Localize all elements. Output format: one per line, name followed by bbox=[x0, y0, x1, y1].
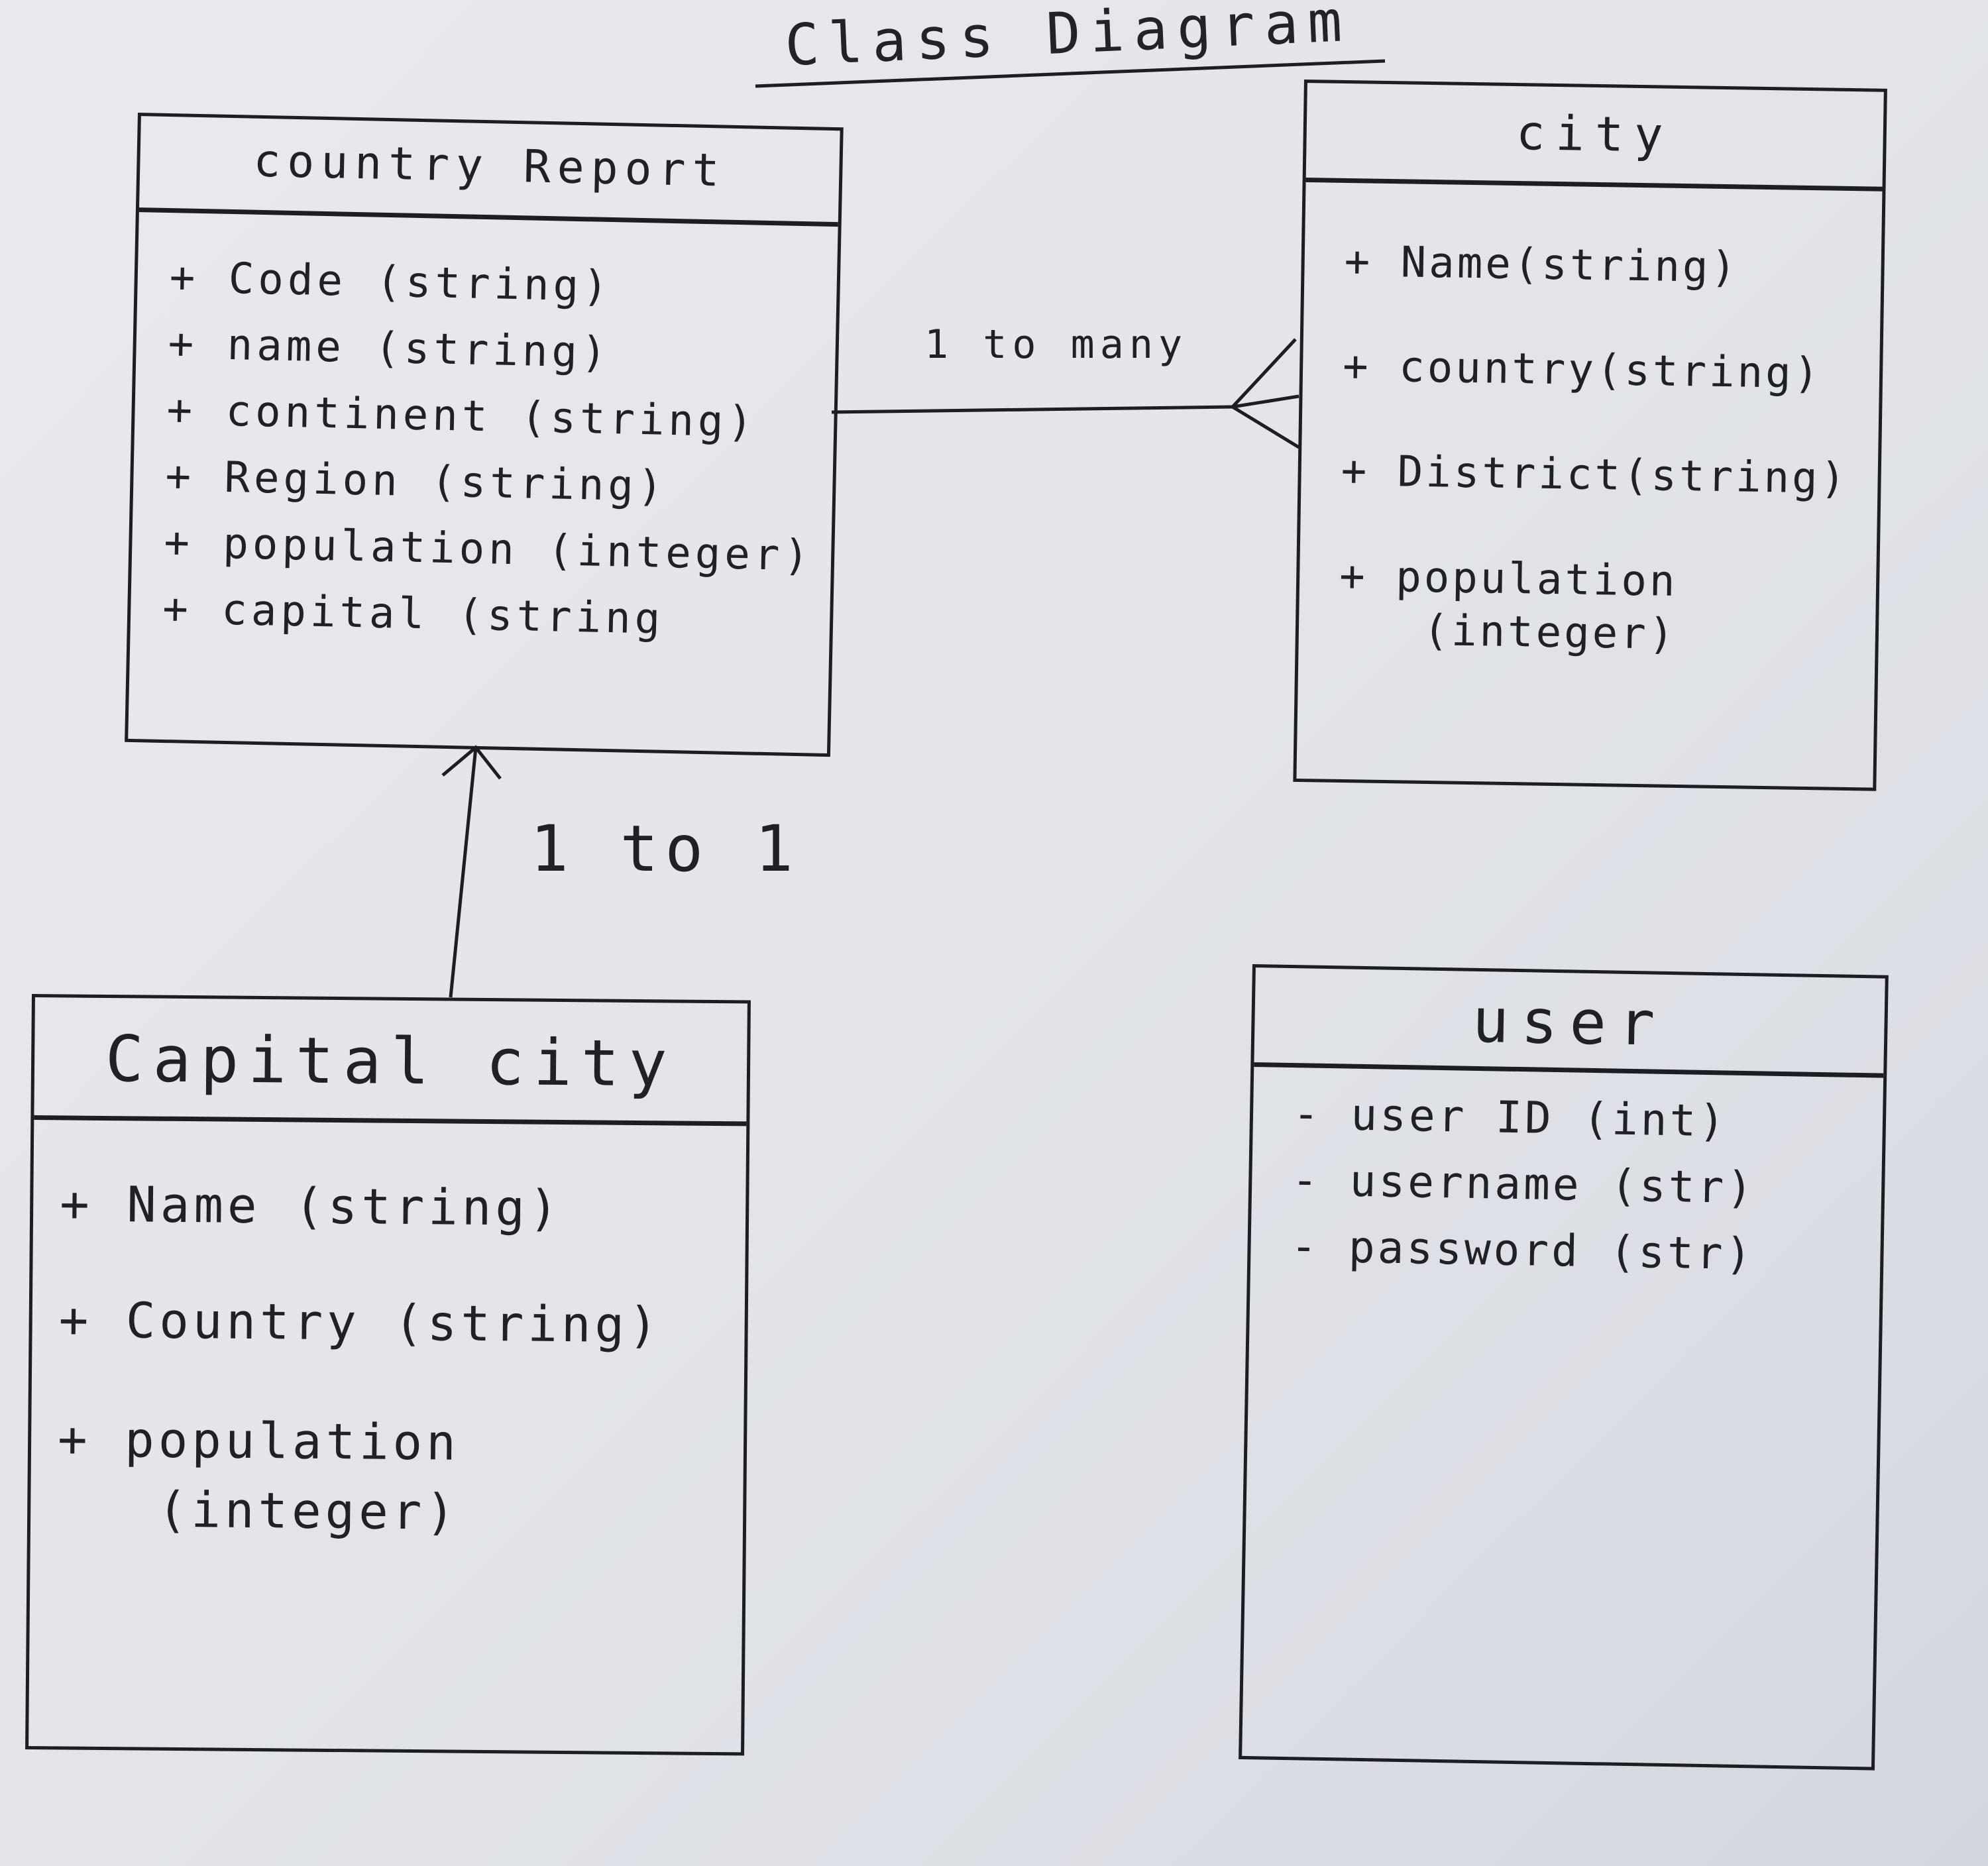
title-underline bbox=[755, 59, 1386, 88]
attribute-population: + population (integer) bbox=[1338, 551, 1679, 659]
class-capital-city: Capital city + Name (string) + Country (… bbox=[25, 994, 751, 1756]
relationship-label-one-to-many: 1 to many bbox=[924, 321, 1188, 368]
attribute-country: + country(string) bbox=[1342, 341, 1822, 399]
class-name-city: city bbox=[1305, 83, 1884, 192]
attribute-country: + Country (string) bbox=[58, 1291, 662, 1354]
attribute-name: + Name (string) bbox=[59, 1176, 563, 1237]
attribute-user-id: - user ID (int) bbox=[1292, 1088, 1728, 1147]
attribute-list: + Name(string) + country(string) + Distr… bbox=[1298, 182, 1882, 665]
attribute-district: + District(string) bbox=[1341, 446, 1849, 504]
class-user: user - user ID (int) - username (str) - … bbox=[1239, 964, 1889, 1771]
attribute-capital: + capital (string bbox=[162, 584, 665, 644]
association-line-capital-country bbox=[449, 747, 478, 998]
attribute-password: - password (str) bbox=[1290, 1221, 1755, 1280]
class-name-user: user bbox=[1254, 967, 1885, 1078]
association-line-country-city bbox=[831, 405, 1233, 414]
attribute-name: + Name(string) bbox=[1344, 237, 1740, 293]
crows-foot-middle bbox=[1232, 394, 1299, 409]
attribute-list: + Name (string) + Country (string) + pop… bbox=[30, 1120, 747, 1550]
attribute-population: + population (integer) bbox=[56, 1411, 461, 1541]
class-name-capital-city: Capital city bbox=[34, 997, 747, 1126]
class-city: city + Name(string) + country(string) + … bbox=[1293, 80, 1887, 791]
crows-foot-lower bbox=[1231, 405, 1300, 449]
relationship-label-one-to-one: 1 to 1 bbox=[530, 812, 800, 886]
class-country-report: country Report + Code (string) + name (s… bbox=[125, 113, 844, 757]
attribute-list: - user ID (int) - username (str) - passw… bbox=[1250, 1067, 1883, 1290]
arrow-head bbox=[441, 745, 502, 780]
attribute-username: - username (str) bbox=[1291, 1154, 1756, 1214]
attribute-list: + Code (string) + name (string) + contin… bbox=[130, 212, 838, 656]
class-name-country-report: country Report bbox=[138, 116, 840, 227]
crows-foot-upper bbox=[1231, 338, 1297, 408]
